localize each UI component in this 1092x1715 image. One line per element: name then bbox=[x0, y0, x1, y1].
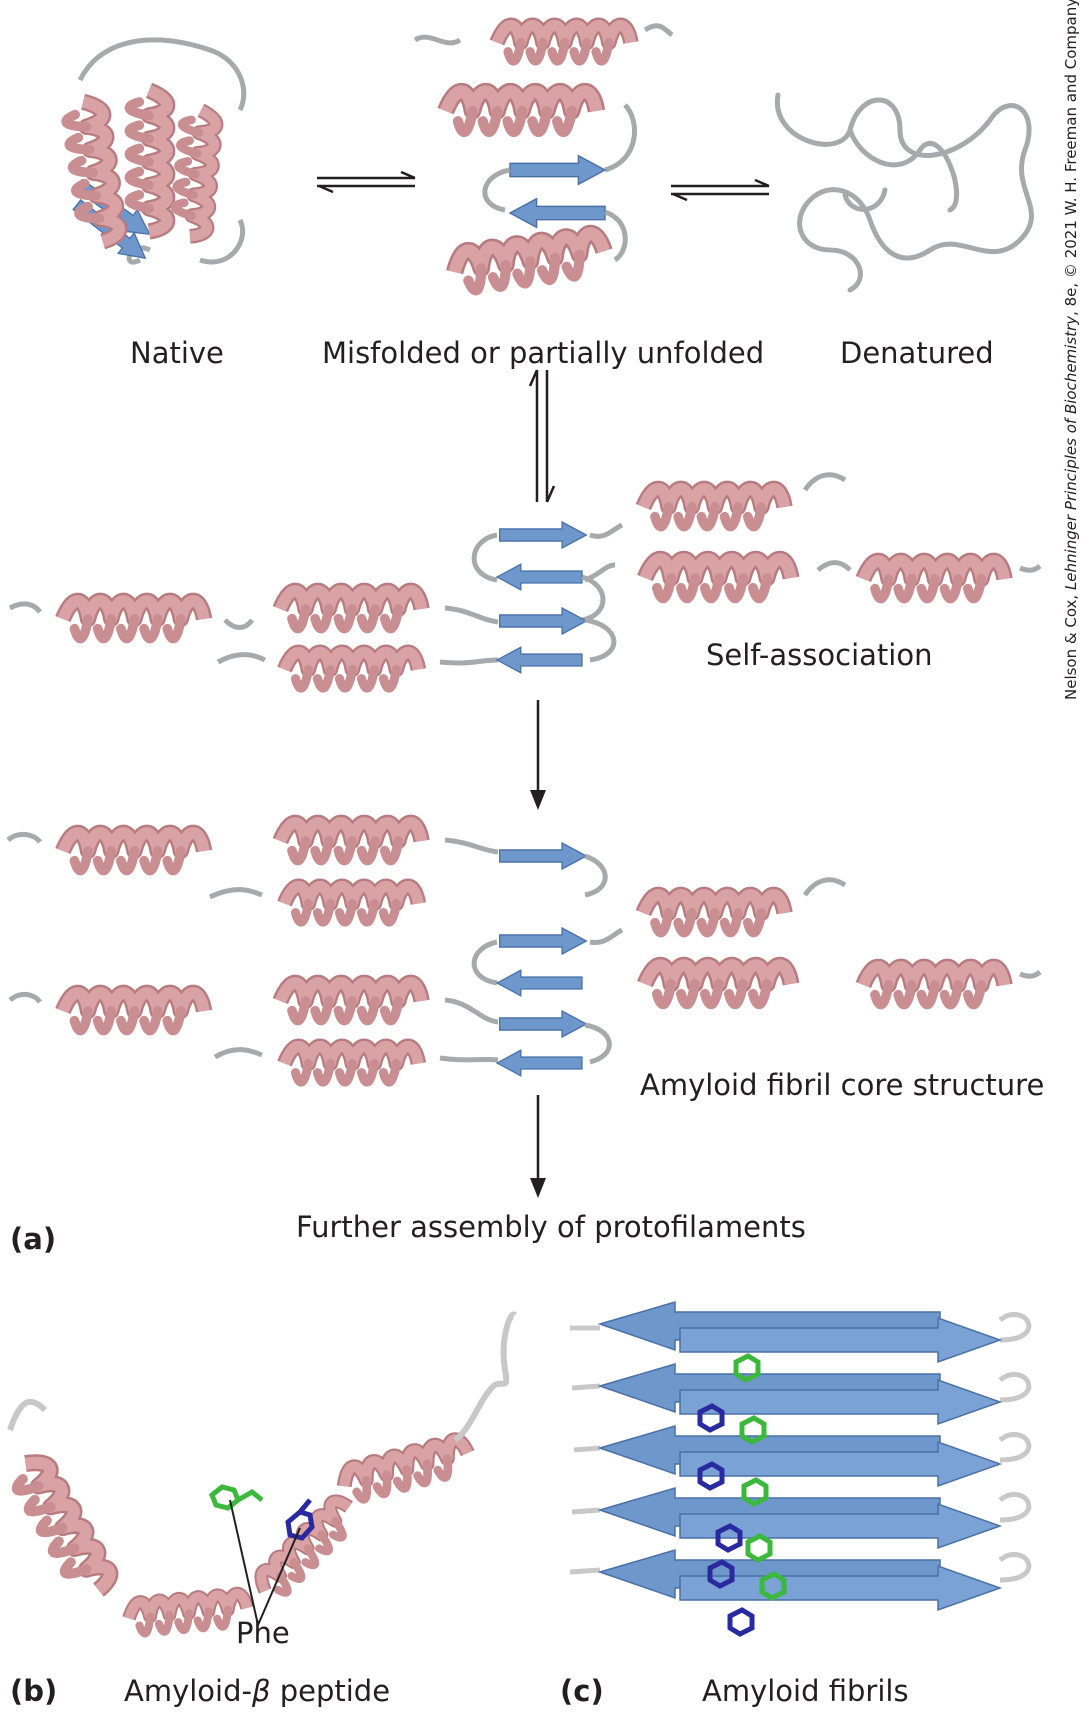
label-misfolded: Misfolded or partially unfolded bbox=[322, 336, 765, 370]
equilibrium-arrow-2 bbox=[669, 178, 771, 202]
label-phe: Phe bbox=[236, 1616, 290, 1650]
panel-label-b: (b) bbox=[10, 1674, 58, 1708]
label-further-assembly: Further assembly of protofilaments bbox=[296, 1210, 806, 1244]
equilibrium-arrow-1 bbox=[315, 170, 417, 194]
self-association-structure bbox=[8, 472, 1042, 688]
amyloid-fibrils bbox=[569, 1300, 1032, 1637]
label-self-association: Self-association bbox=[706, 638, 933, 672]
panel-label-a: (a) bbox=[10, 1222, 57, 1256]
arrow-down-2 bbox=[530, 1095, 546, 1198]
label-denatured: Denatured bbox=[840, 336, 994, 370]
panel-label-c: (c) bbox=[560, 1674, 604, 1708]
misfolded-structure bbox=[413, 25, 674, 293]
copyright-credit: Nelson & Cox, Lehninger Principles of Bi… bbox=[1062, 0, 1080, 700]
label-amyloid-core: Amyloid fibril core structure bbox=[640, 1068, 1045, 1102]
phe-green-sidechain bbox=[208, 1484, 264, 1511]
amyloid-core-structure bbox=[6, 823, 1042, 1082]
native-structure bbox=[64, 37, 247, 270]
arrow-down-1 bbox=[530, 700, 546, 810]
amyloid-beta-peptide bbox=[8, 1311, 518, 1634]
equilibrium-arrow-vertical bbox=[528, 369, 556, 503]
phe-blue-sidechain bbox=[285, 1498, 315, 1541]
label-amyloid-fibrils: Amyloid fibrils bbox=[702, 1674, 909, 1708]
label-native: Native bbox=[130, 336, 224, 370]
denatured-coil bbox=[774, 92, 1034, 293]
label-amyloid-beta-peptide: Amyloid-β peptide bbox=[124, 1674, 391, 1708]
